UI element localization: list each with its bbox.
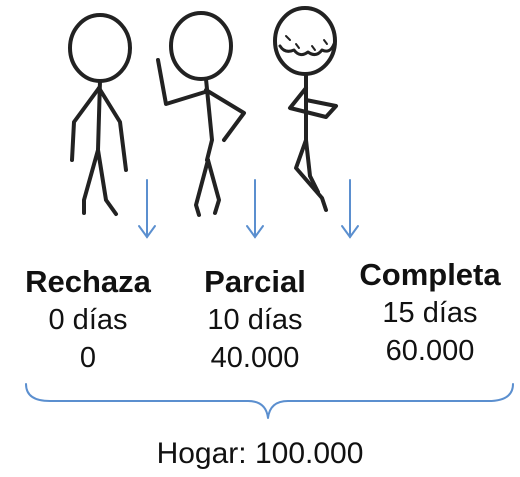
option-parcial: Parcial 10 días 40.000 bbox=[180, 263, 330, 377]
figure-hip-arm bbox=[204, 88, 246, 142]
option-amount: 0 bbox=[79, 342, 97, 374]
stick-figure-rechaza bbox=[68, 13, 132, 216]
figure-left-leg bbox=[82, 148, 100, 215]
figure-head bbox=[68, 13, 132, 83]
option-heading: Completa bbox=[359, 257, 501, 292]
arrow-parcial bbox=[246, 179, 264, 239]
option-rechaza: Rechaza 0 días 0 bbox=[0, 263, 176, 377]
option-amount: 40.000 bbox=[210, 342, 300, 374]
figure-left-leg bbox=[194, 158, 210, 217]
household-total: Hogar: 100.000 bbox=[156, 437, 364, 470]
figure-crossed-leg bbox=[294, 138, 328, 212]
total-brace bbox=[25, 383, 514, 419]
figure-torso bbox=[204, 77, 214, 162]
option-heading: Rechaza bbox=[25, 264, 151, 299]
option-days: 0 días bbox=[48, 304, 128, 336]
figure-standing-leg bbox=[304, 138, 320, 194]
figure-raised-arm bbox=[156, 58, 207, 106]
option-amount: 60.000 bbox=[385, 335, 475, 367]
figure-right-leg bbox=[206, 158, 221, 215]
option-heading: Parcial bbox=[204, 264, 306, 299]
stick-figure-completa bbox=[273, 6, 338, 212]
figure-right-arm bbox=[97, 86, 128, 172]
figure-left-arm bbox=[70, 86, 101, 162]
option-days: 10 días bbox=[207, 304, 303, 336]
figure-head bbox=[169, 11, 233, 81]
option-completa: Completa 15 días 60.000 bbox=[340, 256, 520, 370]
stick-figure-parcial bbox=[156, 11, 246, 217]
figure-hair bbox=[278, 42, 336, 57]
figure-crossed-arms bbox=[288, 86, 338, 119]
arrow-rechaza bbox=[138, 179, 156, 239]
option-days: 15 días bbox=[382, 297, 478, 329]
figure-hair-texture bbox=[285, 35, 328, 51]
arrow-completa bbox=[341, 179, 359, 239]
figure-head bbox=[273, 6, 337, 76]
figure-right-leg bbox=[96, 148, 118, 216]
